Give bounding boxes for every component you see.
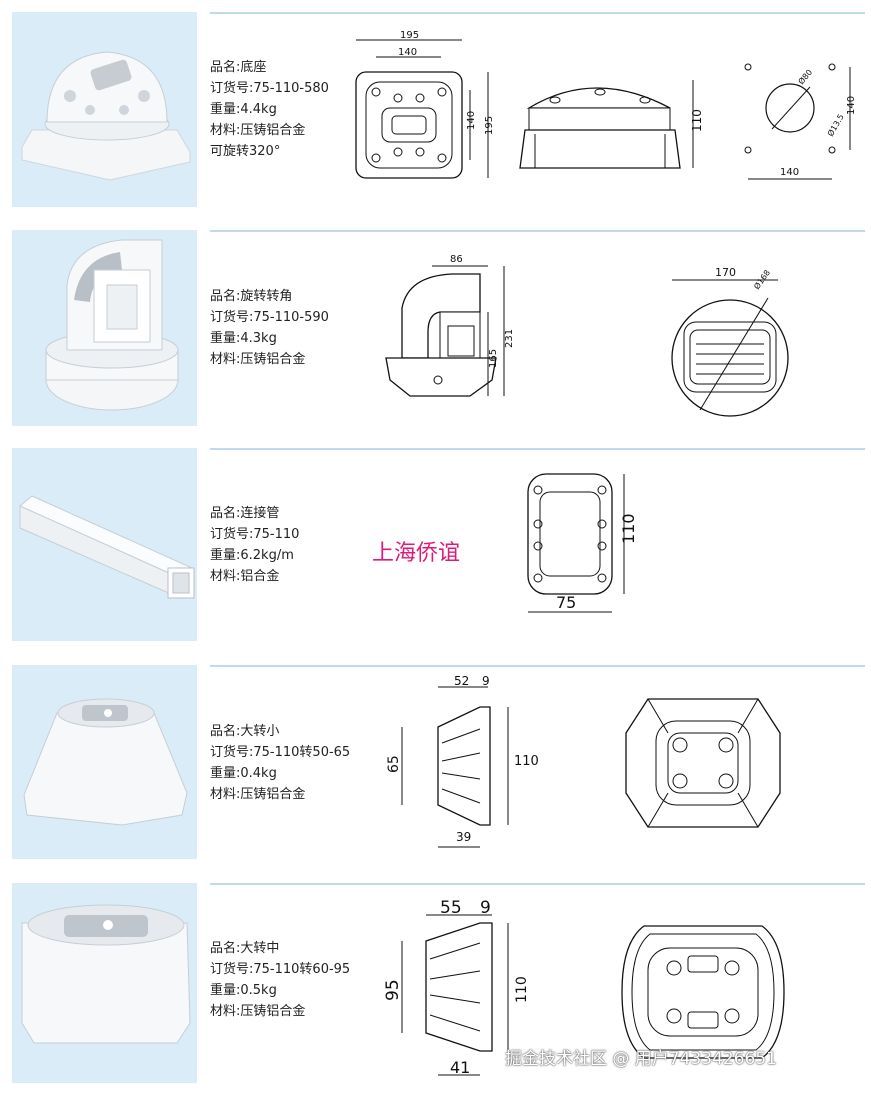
rotation-note: 可旋转320° <box>210 144 281 159</box>
product-photo <box>12 665 197 859</box>
row-divider <box>210 12 865 14</box>
dim-label: 165 <box>488 349 499 368</box>
product-row-base: 品名:底座 订货号:75-110-580 重量:4.4kg 材料:压铸铝合金 可… <box>0 0 871 220</box>
dim-label: 110 <box>514 976 530 1003</box>
product-photo <box>12 230 197 426</box>
row-divider <box>210 230 865 232</box>
footer-credit: 掘金技术社区 @ 用户7433426651 <box>505 1049 777 1069</box>
reducer-small-side-drawing: 52 9 65 110 39 <box>386 674 539 848</box>
product-name: 品名:大转中 <box>210 941 280 956</box>
product-row-connecting-tube: 品名:连接管 订货号:75-110 重量:6.2kg/m 材料:铝合金 110 … <box>0 438 871 653</box>
dim-label: Ø13.5 <box>825 112 846 138</box>
dim-label: 95 <box>383 979 403 1001</box>
weight: 重量:6.2kg/m <box>210 548 294 563</box>
order-number: 订货号:75-110-590 <box>210 310 329 325</box>
order-number: 订货号:75-110转50-65 <box>210 745 351 760</box>
base-top-view-drawing: 195 140 140 195 <box>355 30 495 179</box>
tube-section-drawing: 110 75 <box>527 473 638 613</box>
base-hole-pattern-drawing: Ø80 Ø13.5 140 140 <box>744 63 857 180</box>
dim-label: 195 <box>484 116 495 135</box>
spec-block: 品名:大转小 订货号:75-110转50-65 重量:0.4kg 材料:压铸铝合… <box>210 721 350 805</box>
dim-label: 75 <box>556 593 576 612</box>
product-name: 品名:旋转转角 <box>210 289 293 304</box>
swivel-side-view-drawing: 86 165 231 <box>385 254 515 397</box>
weight: 重量:0.4kg <box>210 766 277 781</box>
dim-label: 52 <box>454 674 469 688</box>
dim-label: 231 <box>504 329 515 348</box>
product-name: 品名:大转小 <box>210 724 280 739</box>
dim-label: 39 <box>456 830 471 844</box>
product-row-reducer-small: 品名:大转小 订货号:75-110转50-65 重量:0.4kg 材料:压铸铝合… <box>0 653 871 873</box>
dim-label: Ø168 <box>751 268 772 291</box>
spec-block: 品名:大转中 订货号:75-110转60-95 重量:0.5kg 材料:压铸铝合… <box>210 938 350 1022</box>
material: 材料:压铸铝合金 <box>210 123 306 138</box>
brand-watermark: 上海侨谊 <box>372 541 461 566</box>
dim-label: 9 <box>480 898 491 918</box>
reducer-medium-top-drawing <box>621 925 785 1059</box>
order-number: 订货号:75-110转60-95 <box>210 962 351 977</box>
order-number: 订货号:75-110 <box>210 527 300 542</box>
base-side-view-drawing: 110 <box>519 80 704 169</box>
dim-label: 86 <box>450 254 463 265</box>
dim-label: 110 <box>690 109 704 132</box>
weight: 重量:0.5kg <box>210 983 277 998</box>
dim-label: 140 <box>846 96 857 115</box>
dim-label: 55 <box>440 898 462 918</box>
reducer-small-top-drawing <box>625 698 781 828</box>
row-divider <box>210 448 865 450</box>
product-photo <box>12 883 197 1083</box>
dim-label: 195 <box>400 30 419 41</box>
swivel-top-view-drawing: 170 Ø168 <box>671 266 789 417</box>
material: 材料:压铸铝合金 <box>210 787 306 802</box>
spec-block: 品名:连接管 订货号:75-110 重量:6.2kg/m 材料:铝合金 <box>210 503 299 587</box>
order-number: 订货号:75-110-580 <box>210 81 329 96</box>
dim-label: 65 <box>386 755 402 773</box>
spec-block: 品名:旋转转角 订货号:75-110-590 重量:4.3kg 材料:压铸铝合金 <box>210 286 329 370</box>
row-divider <box>210 665 865 667</box>
row-divider <box>210 883 865 885</box>
material: 材料:压铸铝合金 <box>210 1004 306 1019</box>
dim-label: 140 <box>466 111 477 130</box>
product-row-swivel-corner: 品名:旋转转角 订货号:75-110-590 重量:4.3kg 材料:压铸铝合金… <box>0 220 871 438</box>
dim-label: Ø80 <box>796 67 814 86</box>
weight: 重量:4.3kg <box>210 331 277 346</box>
product-name: 品名:底座 <box>210 60 267 75</box>
product-name: 品名:连接管 <box>210 506 280 521</box>
dim-label: 140 <box>780 167 799 178</box>
product-photo <box>12 448 197 641</box>
material: 材料:压铸铝合金 <box>210 352 306 367</box>
weight: 重量:4.4kg <box>210 102 277 117</box>
reducer-medium-side-drawing: 55 9 95 110 41 <box>383 898 530 1077</box>
dim-label: 110 <box>514 754 539 769</box>
dim-label: 140 <box>398 47 417 58</box>
product-row-reducer-medium: 品名:大转中 订货号:75-110转60-95 重量:0.5kg 材料:压铸铝合… <box>0 873 871 1096</box>
material: 材料:铝合金 <box>210 569 280 584</box>
spec-block: 品名:底座 订货号:75-110-580 重量:4.4kg 材料:压铸铝合金 可… <box>210 57 329 162</box>
dim-label: 41 <box>450 1058 470 1077</box>
dim-label: 170 <box>715 266 736 279</box>
dim-label: 9 <box>482 674 490 688</box>
dim-label: 110 <box>619 513 638 544</box>
product-photo <box>12 12 197 207</box>
